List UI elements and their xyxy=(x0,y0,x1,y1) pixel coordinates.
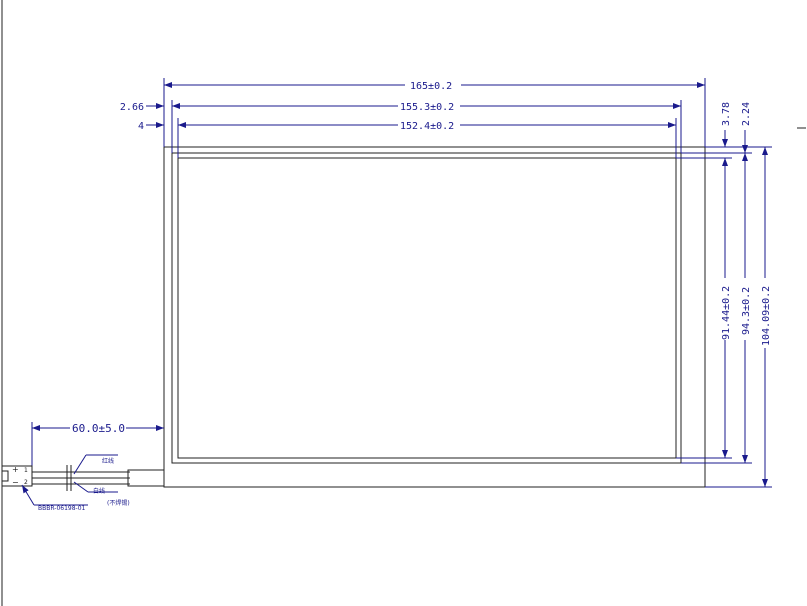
view-area-outline xyxy=(177,157,677,459)
overall-height-label: 104.09±0.2 xyxy=(761,286,772,346)
connector-pin-plus: + xyxy=(12,465,19,474)
top-dimensions xyxy=(146,78,706,158)
wire-top-label: 红线 xyxy=(102,457,114,465)
top-offset-1-label: 3.78 xyxy=(721,102,732,126)
connector-pin-minus: − xyxy=(12,478,19,487)
active-height-label: 94.3±0.2 xyxy=(741,287,752,335)
view-width-label: 152.4±0.2 xyxy=(400,121,454,132)
view-height-label: 91.44±0.2 xyxy=(721,286,732,340)
wire-bottom-label: 白线 xyxy=(93,487,105,495)
connector-part-number: BBBR-06198-01 xyxy=(38,505,86,512)
connector-pin-2: 2 xyxy=(24,479,28,486)
cable-dimension xyxy=(31,421,164,468)
active-width-label: 155.3±0.2 xyxy=(400,102,454,113)
right-dimensions xyxy=(676,130,772,488)
top-offset-2-label: 2.24 xyxy=(741,102,752,126)
left-offset-1-label: 2.66 xyxy=(120,102,144,113)
active-area-outline xyxy=(171,152,682,464)
overall-width-label: 165±0.2 xyxy=(410,81,452,92)
fpc-cable xyxy=(1,454,165,506)
panel-outline xyxy=(163,146,706,488)
wire-note-label: (不焊锡) xyxy=(107,499,130,507)
connector-pin-1: 1 xyxy=(24,467,28,474)
cable-length-label: 60.0±5.0 xyxy=(72,422,125,435)
left-offset-2-label: 4 xyxy=(138,121,144,132)
